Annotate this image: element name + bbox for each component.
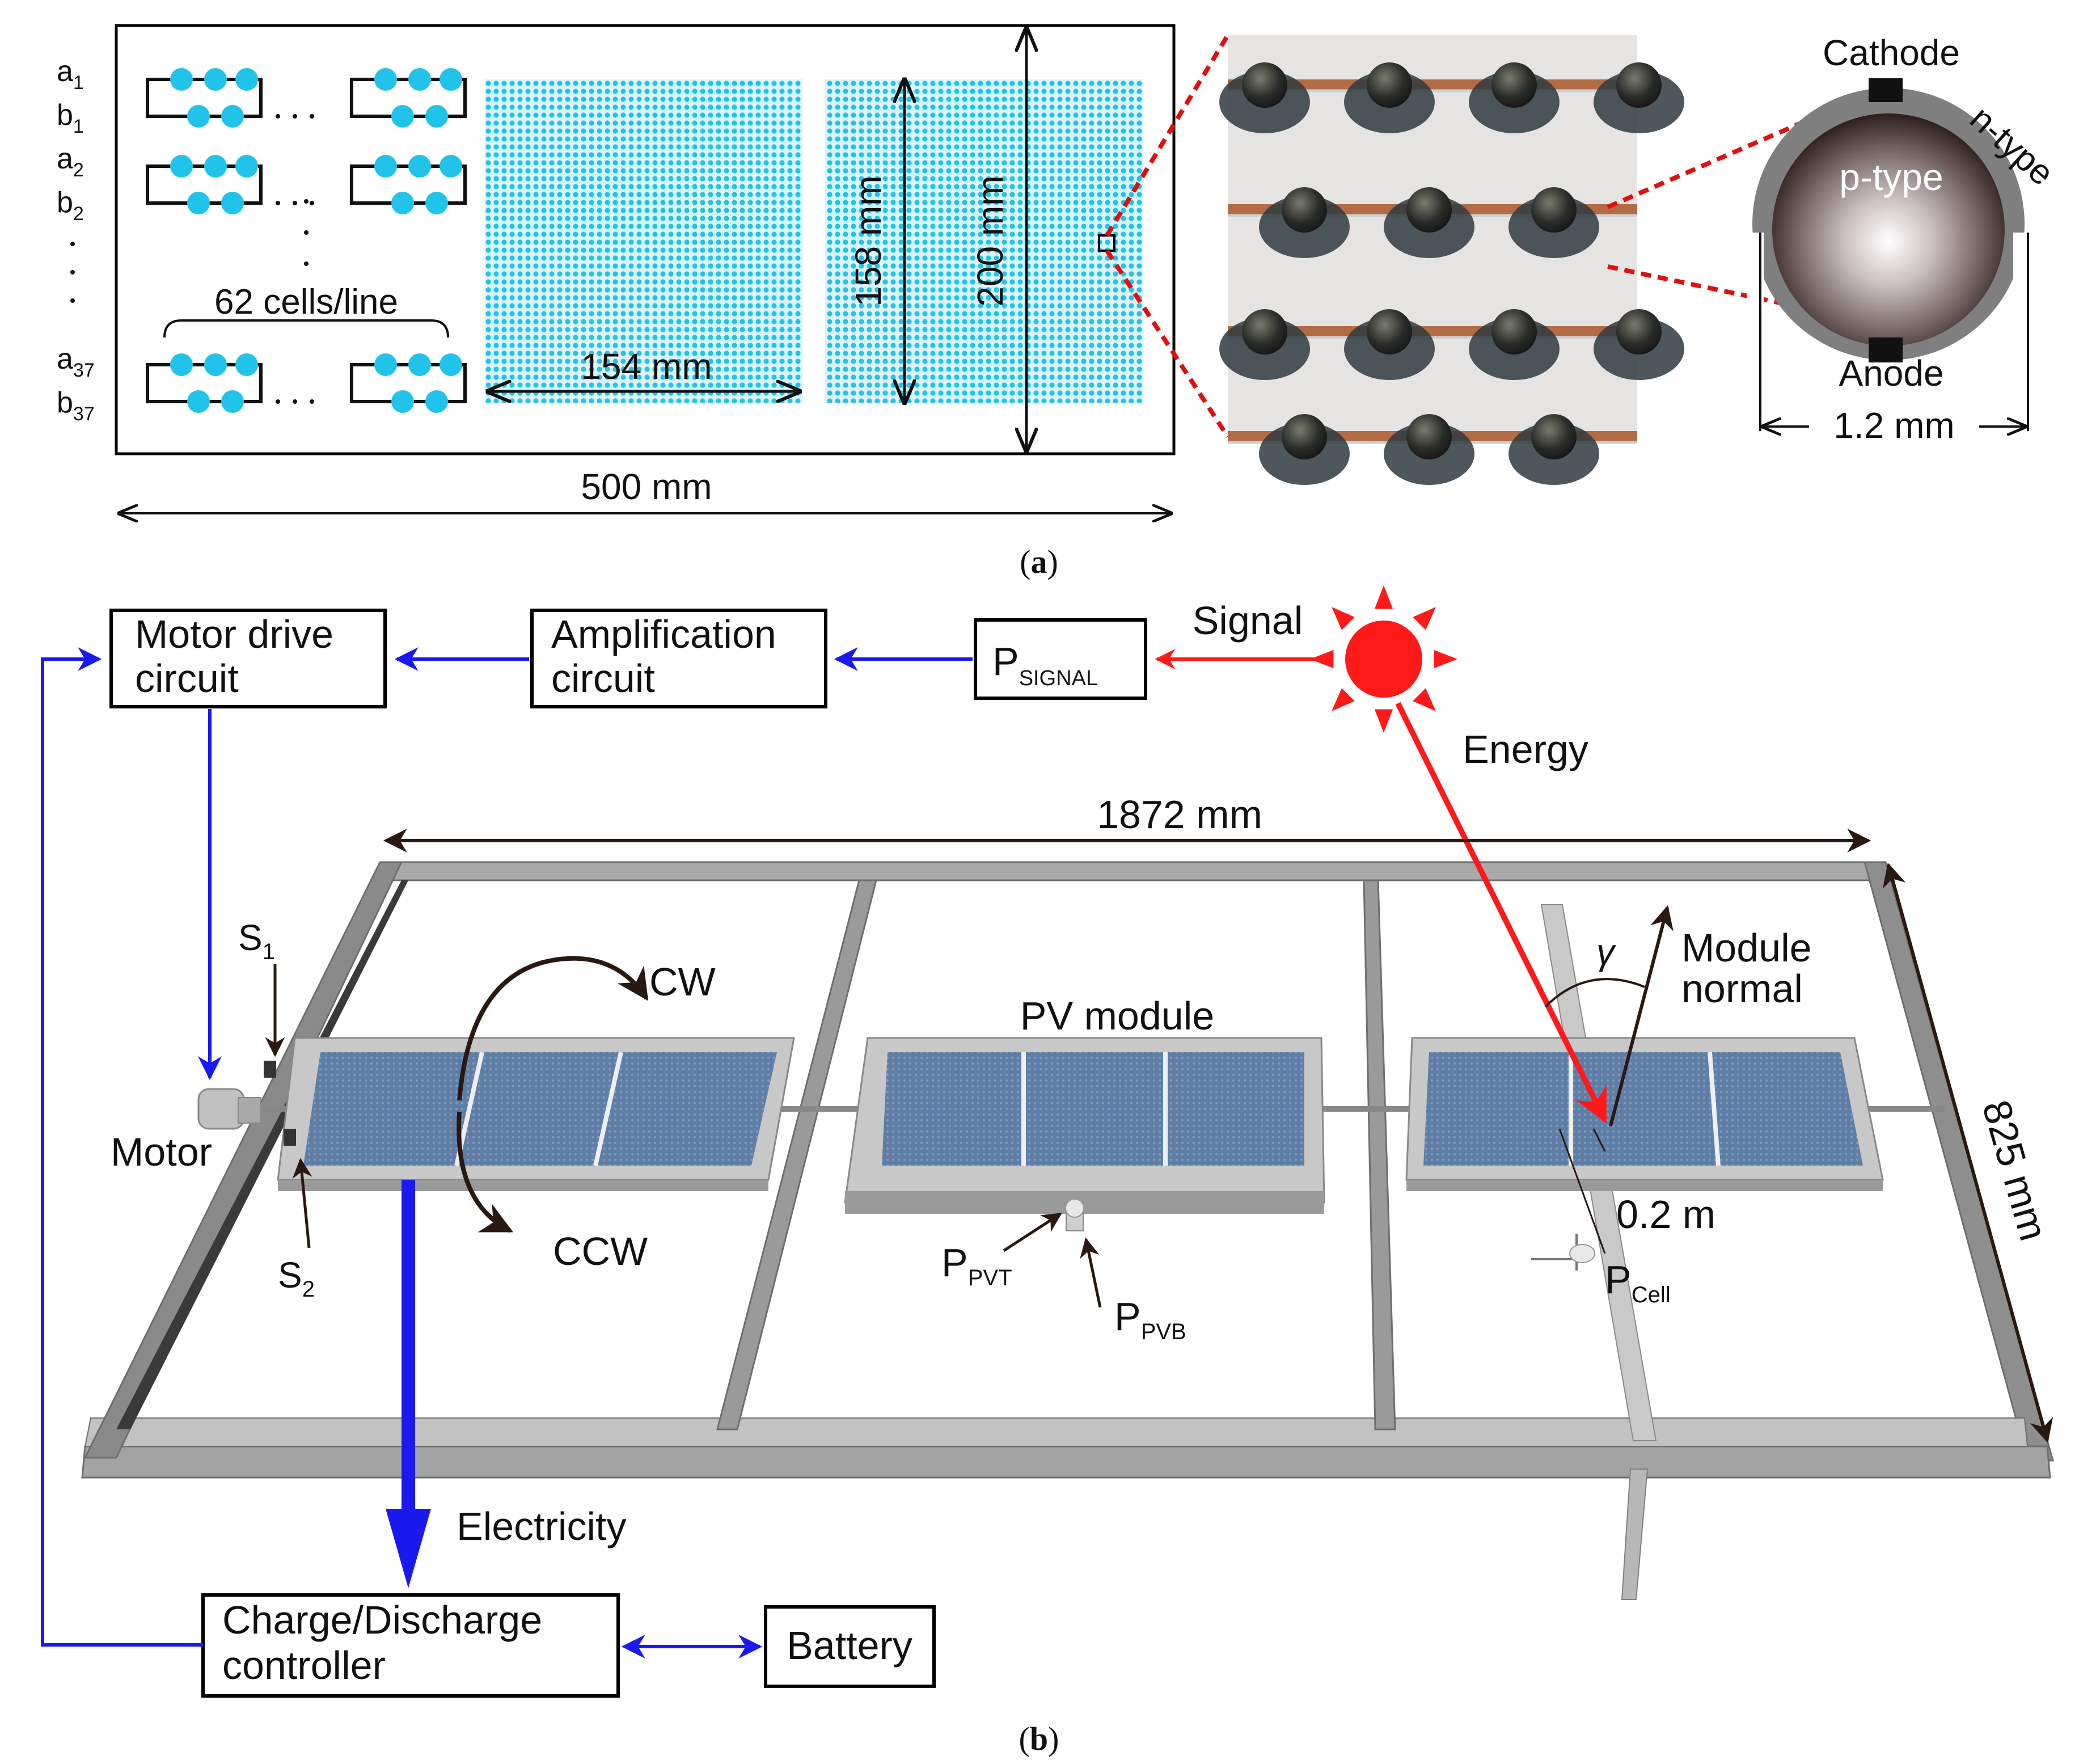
s2-label: S2: [278, 1255, 315, 1302]
gamma-label: γ: [1596, 931, 1617, 972]
svg-text:a2: a2: [57, 142, 84, 181]
battery-box: Battery: [764, 1605, 936, 1688]
cell-photo: [1219, 35, 1684, 485]
pvt-pvb-sensor: [1065, 1198, 1084, 1231]
cathode-label: Cathode: [1823, 32, 1960, 73]
svg-text:b2: b2: [57, 186, 84, 225]
control-flow: [41, 647, 973, 1659]
svg-text:Battery: Battery: [787, 1623, 912, 1668]
pv-panel-left: [277, 1037, 795, 1191]
cell-strings: [146, 68, 467, 413]
anode-label: Anode: [1839, 353, 1943, 394]
controller-box: Charge/Discharge controller: [201, 1593, 620, 1698]
pv-panel-middle: [844, 1037, 1325, 1214]
dim-154-label: 154 mm: [581, 346, 712, 387]
dim-0-2-label: 0.2 m: [1616, 1192, 1715, 1237]
cell-string: [146, 353, 263, 413]
svg-text:a37: a37: [57, 343, 95, 381]
ccw-label: CCW: [553, 1229, 648, 1273]
svg-text:b37: b37: [57, 386, 95, 425]
p-type-label: p-type: [1839, 156, 1943, 198]
spherical-cell: 1.2 mm Cathode Anode p-type n-type: [1747, 32, 2061, 447]
cell-string: [350, 353, 467, 413]
caption-a: (a): [1020, 543, 1058, 580]
zoom-marker: [1098, 234, 1115, 252]
center-ellipsis: [304, 199, 309, 266]
dim-500-label: 500 mm: [581, 466, 712, 507]
cells-brace: [163, 319, 449, 338]
zoom-line-bottom: [1105, 249, 1230, 438]
p-type-core: [1772, 113, 2005, 346]
dim-158-label: 158 mm: [848, 175, 889, 306]
dim-825-arrow: [1882, 862, 2053, 1444]
s1-label: S1: [238, 917, 275, 964]
p-cell-label: PCell: [1605, 1257, 1671, 1307]
anode-contact: [1869, 337, 1903, 362]
p-pvb-label: PPVB: [1114, 1294, 1186, 1344]
gamma-arc: [1544, 978, 1645, 1008]
amplification-box: Amplification circuit: [530, 609, 827, 708]
cell-area-right: [825, 79, 1143, 403]
p-signal-box: PSIGNAL: [974, 618, 1147, 700]
dim-1-2-label: 1.2 mm: [1833, 405, 1954, 446]
svg-text:controller: controller: [222, 1643, 386, 1687]
svg-text:Charge/Discharge: Charge/Discharge: [222, 1598, 542, 1642]
motor-drive-box: Motor drive circuit: [109, 609, 387, 708]
vertical-ellipsis: [70, 242, 75, 303]
signal-label: Signal: [1193, 598, 1303, 643]
cell-string: [350, 68, 467, 128]
svg-text:PSIGNAL: PSIGNAL: [992, 639, 1098, 690]
zoom-line-top: [1105, 33, 1230, 237]
pv-panel-right: [1405, 1037, 1884, 1191]
motor: [197, 1061, 296, 1146]
svg-text:a1: a1: [57, 55, 84, 94]
pv-module-label: PV module: [1020, 994, 1214, 1038]
sun-icon: [1310, 585, 1457, 733]
motor-label: Motor: [111, 1130, 212, 1174]
panel-a: a1 b1 a2 b2 a37 b37 62 cells/line 154 mm…: [57, 24, 2061, 580]
caption-b: (b): [1019, 1720, 1059, 1757]
energy-label: Energy: [1463, 727, 1588, 771]
electricity-flow: [386, 1180, 431, 1588]
ccw-arrow: [457, 1111, 514, 1233]
cell-area-left: [485, 79, 802, 403]
cw-arrow: [457, 956, 649, 1101]
electricity-label: Electricity: [457, 1504, 626, 1548]
cell-string: [350, 155, 467, 214]
svg-text:Motor drive: Motor drive: [135, 612, 333, 656]
panel-b: Motor drive circuit Amplification circui…: [41, 585, 2056, 1757]
cathode-contact: [1869, 78, 1903, 102]
dim-200-label: 200 mm: [970, 175, 1011, 306]
cell-string: [146, 68, 263, 128]
cell-sensor: [1569, 1244, 1595, 1263]
cells-per-line-label: 62 cells/line: [214, 282, 398, 322]
p-pvt-label: PPVT: [941, 1240, 1012, 1290]
row-labels: a1 b1 a2 b2 a37 b37: [57, 55, 95, 425]
module-outline: [115, 24, 1176, 455]
cell-string: [146, 155, 263, 214]
energy-arrow: [1395, 702, 1608, 1124]
svg-text:circuit: circuit: [135, 656, 239, 700]
module-normal-arrow: [1609, 905, 1674, 1126]
dim-1872-label: 1872 mm: [1097, 792, 1262, 837]
svg-text:Amplification: Amplification: [551, 612, 776, 656]
cw-label: CW: [649, 960, 716, 1004]
svg-text:b1: b1: [57, 99, 84, 137]
svg-text:circuit: circuit: [551, 656, 655, 700]
